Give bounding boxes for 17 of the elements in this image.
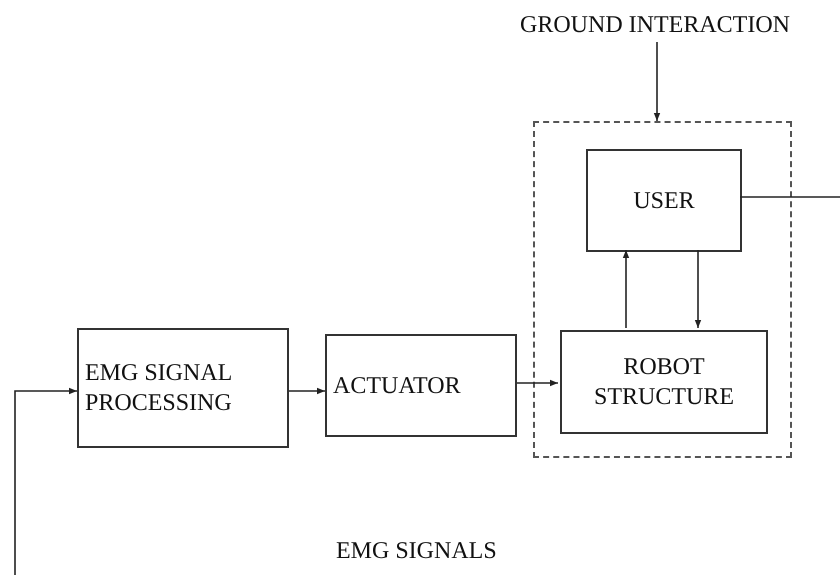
- arrow: [622, 250, 630, 328]
- process-box: [560, 330, 768, 434]
- arrow: [289, 388, 325, 394]
- arrow: [694, 250, 702, 328]
- arrow: [14, 388, 77, 575]
- process-box: [586, 149, 742, 252]
- arrow: [654, 42, 660, 121]
- box-text: GROUND INTERACTION: [519, 11, 791, 40]
- box-text: USER: [632, 186, 696, 216]
- arrow: [517, 380, 558, 386]
- box-text: EMG SIGNAL PROCESSING: [84, 359, 233, 418]
- box-text: ROBOT STRUCTURE: [592, 353, 735, 412]
- process-box: [325, 334, 517, 437]
- box-text: ACTUATOR: [332, 372, 462, 400]
- signal-label: EMG SIGNALS: [336, 538, 497, 565]
- dashed-group-box: [533, 121, 792, 458]
- process-box: [77, 328, 289, 448]
